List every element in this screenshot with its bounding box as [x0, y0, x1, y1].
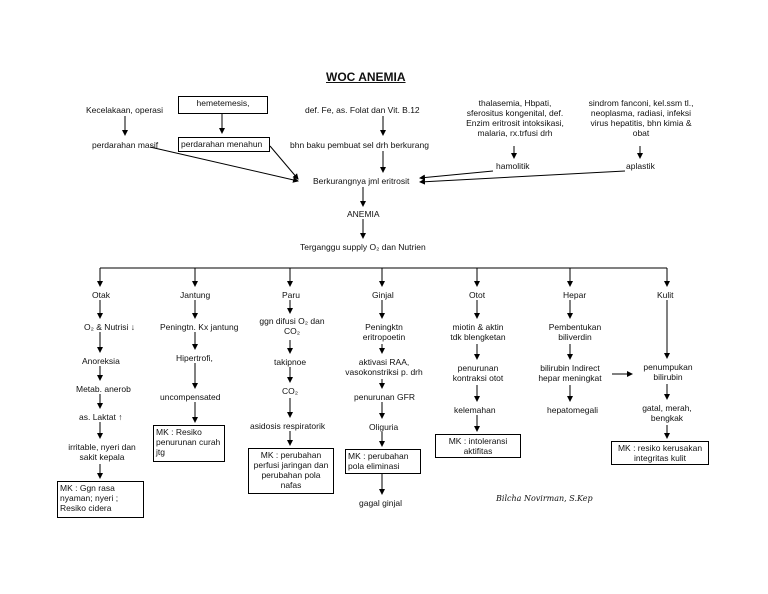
- branch-otot: Otot: [469, 290, 486, 300]
- ginjal-item: gagal ginjal: [359, 498, 403, 508]
- node-bhn-baku: bhn baku pembuat sel drh berkurang: [290, 140, 429, 150]
- otak-item: as. Laktat ↑: [79, 412, 123, 422]
- hepar-item: hepatomegali: [547, 405, 599, 415]
- paru-item: CO₂: [282, 386, 299, 396]
- signature: Bilcha Novirman, S.Kep: [496, 494, 593, 503]
- diagram-title: WOC ANEMIA: [326, 70, 406, 84]
- paru-item: takipnoe: [274, 357, 307, 367]
- otak-item: O₂ & Nutrisi ↓: [84, 322, 135, 332]
- ginjal-item: penurunan GFR: [354, 392, 415, 402]
- connector-arrow: [149, 146, 299, 183]
- connector-arrow: [419, 170, 626, 185]
- paru-item: asidosis respiratorik: [250, 421, 326, 431]
- node-thalasemia: thalasemia, Hbpati,sferositus kongenital…: [466, 98, 564, 138]
- node-hamolitik: hamolitik: [496, 161, 530, 171]
- kulit-item: gatal, merah,bengkak: [642, 403, 692, 423]
- branch-paru: Paru: [282, 290, 300, 300]
- branch-kulit: Kulit: [657, 290, 674, 300]
- jantung-item: Hipertrofi,: [176, 353, 213, 363]
- otak-item: Anoreksia: [82, 356, 120, 366]
- ginjal-item: aktivasi RAA,vasokonstriksi p. drh: [345, 357, 423, 377]
- node-hemetemesis: hemetemesis,: [178, 96, 268, 114]
- connector-arrow: [269, 145, 299, 180]
- node-sindrom: sindrom fanconi, kel.ssm tl.,neoplasma, …: [588, 98, 694, 138]
- node-kecelakaan: Kecelakaan, operasi: [86, 105, 164, 115]
- node-anemia: ANEMIA: [347, 209, 380, 219]
- node-def-folat: def. Fe, as. Folat dan Vit. B.12: [305, 105, 420, 115]
- jantung-item: Peningtn. Kx jantung: [160, 322, 239, 332]
- node-berkurangnya: Berkurangnya jml eritrosit: [313, 176, 410, 186]
- connector-arrow: [419, 170, 494, 181]
- ginjal-item: Oliguria: [369, 422, 399, 432]
- branch-otak: Otak: [92, 290, 110, 300]
- jantung-item: uncompensated: [160, 392, 221, 402]
- branch-ginjal: Ginjal: [372, 290, 394, 300]
- branch-hepar: Hepar: [563, 290, 587, 300]
- branch-jantung: Jantung: [180, 290, 211, 300]
- node-aplastik: aplastik: [626, 161, 655, 171]
- otot-item: kelemahan: [454, 405, 496, 415]
- node-terganggu: Terganggu supply O₂ dan Nutrien: [300, 242, 426, 252]
- node-perdarahan-masif: perdarahan masif: [92, 140, 159, 150]
- node-perdarahan-menahun: perdarahan menahun: [178, 137, 270, 152]
- otak-item: Metab. anerob: [76, 384, 131, 394]
